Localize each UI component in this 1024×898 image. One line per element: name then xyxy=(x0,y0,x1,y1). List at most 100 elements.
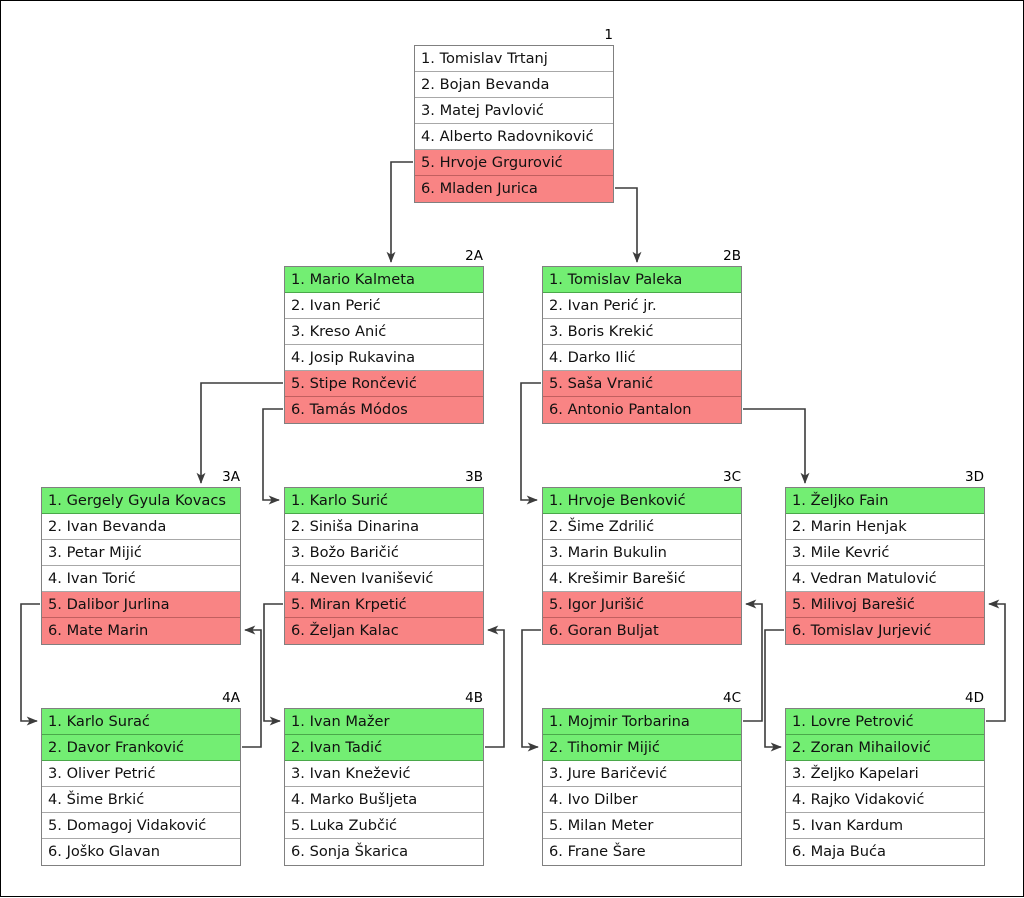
node-4d-row-4[interactable]: 4. Rajko Vidaković xyxy=(786,787,984,813)
node-2b-row-4[interactable]: 4. Darko Ilić xyxy=(543,345,741,371)
node-2b-row-3[interactable]: 3. Boris Krekić xyxy=(543,319,741,345)
node-4c-row-6[interactable]: 6. Frane Šare xyxy=(543,839,741,865)
edge-3C-r1-to-2Br5 xyxy=(520,382,541,505)
node-3b-row-1[interactable]: 1. Karlo Surić xyxy=(285,488,483,514)
node-1-row-6[interactable]: 6. Mladen Jurica xyxy=(415,176,613,202)
edge-3A-top-to-2Ar5 xyxy=(196,382,283,484)
node-3d-row-5[interactable]: 5. Milivoj Barešić xyxy=(786,592,984,618)
node-4c-row-4[interactable]: 4. Ivo Dilber xyxy=(543,787,741,813)
node-2a-row-3[interactable]: 3. Kreso Anić xyxy=(285,319,483,345)
node-4c-row-2[interactable]: 2. Tihomir Mijić xyxy=(543,735,741,761)
node-3d-row-3[interactable]: 3. Mile Kevrić xyxy=(786,540,984,566)
node-4a-row-2[interactable]: 2. Davor Franković xyxy=(42,735,240,761)
node-4b-row-1[interactable]: 1. Ivan Mažer xyxy=(285,709,483,735)
node-2a-row-2[interactable]: 2. Ivan Perić xyxy=(285,293,483,319)
node-4d-row-5[interactable]: 5. Ivan Kardum xyxy=(786,813,984,839)
node-2b-row-5[interactable]: 5. Saša Vranić xyxy=(543,371,741,397)
node-label-1: 1 xyxy=(604,27,613,43)
edge-2B-r6-to-3D-top xyxy=(743,408,810,484)
node-3a-row-1[interactable]: 1. Gergely Gyula Kovacs xyxy=(42,488,240,514)
node-4d-row-6[interactable]: 6. Maja Buća xyxy=(786,839,984,865)
node-4a-row-6[interactable]: 6. Joško Glavan xyxy=(42,839,240,865)
node-4a-row-3[interactable]: 3. Oliver Petrić xyxy=(42,761,240,787)
node-4d-row-2[interactable]: 2. Zoran Mihailović xyxy=(786,735,984,761)
edge-3A-r5-to-4A-r1 xyxy=(20,603,40,726)
node-label-3d: 3D xyxy=(965,469,984,485)
edge-1r6-to-2B-top xyxy=(615,187,642,263)
node-3b-row-4[interactable]: 4. Neven Ivanišević xyxy=(285,566,483,592)
node-3a-row-5[interactable]: 5. Dalibor Jurlina xyxy=(42,592,240,618)
node-3c-row-2[interactable]: 2. Šime Zdrilić xyxy=(543,514,741,540)
node-2a-row-4[interactable]: 4. Josip Rukavina xyxy=(285,345,483,371)
node-4b-row-3[interactable]: 3. Ivan Knežević xyxy=(285,761,483,787)
node-2a-row-6[interactable]: 6. Tamás Módos xyxy=(285,397,483,423)
node-3c-row-5[interactable]: 5. Igor Jurišić xyxy=(543,592,741,618)
edge-4B-r2-to-3B-r6 xyxy=(485,625,505,748)
node-label-4a: 4A xyxy=(222,690,240,706)
node-3b-row-3[interactable]: 3. Božo Baričić xyxy=(285,540,483,566)
node-3c-row-6[interactable]: 6. Goran Buljat xyxy=(543,618,741,644)
node-2b-row-6[interactable]: 6. Antonio Pantalon xyxy=(543,397,741,423)
edge-4A-r2-to-3A-r6 xyxy=(242,625,262,748)
node-label-4d: 4D xyxy=(965,690,984,706)
node-2a-row-5[interactable]: 5. Stipe Rončević xyxy=(285,371,483,397)
node-3a-row-4[interactable]: 4. Ivan Torić xyxy=(42,566,240,592)
edge-1r5-to-2A-top xyxy=(386,161,413,263)
edge-4D-r1-to-3D-r5 xyxy=(986,599,1006,722)
node-4d-row-3[interactable]: 3. Željko Kapelari xyxy=(786,761,984,787)
edge-3D-r6-to-4D-r2 xyxy=(764,629,784,752)
node-1-row-1[interactable]: 1. Tomislav Trtanj xyxy=(415,46,613,72)
node-3b-row-5[interactable]: 5. Miran Krpetić xyxy=(285,592,483,618)
node-2b-row-2[interactable]: 2. Ivan Perić jr. xyxy=(543,293,741,319)
node-3a-row-2[interactable]: 2. Ivan Bevanda xyxy=(42,514,240,540)
node-3d-row-6[interactable]: 6. Tomislav Jurjević xyxy=(786,618,984,644)
node-label-3a: 3A xyxy=(222,469,240,485)
node-4a-row-4[interactable]: 4. Šime Brkić xyxy=(42,787,240,813)
node-label-3b: 3B xyxy=(465,469,483,485)
edge-3B-r1-to-2Ar6 xyxy=(262,408,283,505)
node-1-row-5[interactable]: 5. Hrvoje Grgurović xyxy=(415,150,613,176)
node-3c-row-4[interactable]: 4. Krešimir Barešić xyxy=(543,566,741,592)
node-4c-row-1[interactable]: 1. Mojmir Torbarina xyxy=(543,709,741,735)
node-3d-row-1[interactable]: 1. Željko Fain xyxy=(786,488,984,514)
node-4b-row-5[interactable]: 5. Luka Zubčić xyxy=(285,813,483,839)
node-4b-row-6[interactable]: 6. Sonja Škarica xyxy=(285,839,483,865)
node-3d-row-2[interactable]: 2. Marin Henjak xyxy=(786,514,984,540)
node-1-row-3[interactable]: 3. Matej Pavlović xyxy=(415,98,613,124)
node-3b-row-6[interactable]: 6. Željan Kalac xyxy=(285,618,483,644)
node-4c-row-3[interactable]: 3. Jure Baričević xyxy=(543,761,741,787)
node-1-row-2[interactable]: 2. Bojan Bevanda xyxy=(415,72,613,98)
edge-4C-r1-to-3C-r5 xyxy=(743,599,763,722)
node-4c-row-5[interactable]: 5. Milan Meter xyxy=(543,813,741,839)
node-3a-row-6[interactable]: 6. Mate Marin xyxy=(42,618,240,644)
node-2a-row-1[interactable]: 1. Mario Kalmeta xyxy=(285,267,483,293)
node-label-4c: 4C xyxy=(722,690,741,706)
node-4d-row-1[interactable]: 1. Lovre Petrović xyxy=(786,709,984,735)
node-3d-row-4[interactable]: 4. Vedran Matulović xyxy=(786,566,984,592)
node-label-3c: 3C xyxy=(722,469,741,485)
node-4a-row-1[interactable]: 1. Karlo Surać xyxy=(42,709,240,735)
node-2b-row-1[interactable]: 1. Tomislav Paleka xyxy=(543,267,741,293)
node-4a-row-5[interactable]: 5. Domagoj Vidaković xyxy=(42,813,240,839)
node-4b-row-4[interactable]: 4. Marko Bušljeta xyxy=(285,787,483,813)
node-3c-row-1[interactable]: 1. Hrvoje Benković xyxy=(543,488,741,514)
node-label-4b: 4B xyxy=(465,690,483,706)
node-3c-row-3[interactable]: 3. Marin Bukulin xyxy=(543,540,741,566)
node-1-row-4[interactable]: 4. Alberto Radovniković xyxy=(415,124,613,150)
node-4b-row-2[interactable]: 2. Ivan Tadić xyxy=(285,735,483,761)
node-3a-row-3[interactable]: 3. Petar Mijić xyxy=(42,540,240,566)
node-3b-row-2[interactable]: 2. Siniša Dinarina xyxy=(285,514,483,540)
edge-3B-r5-to-4B-r1 xyxy=(263,603,283,726)
